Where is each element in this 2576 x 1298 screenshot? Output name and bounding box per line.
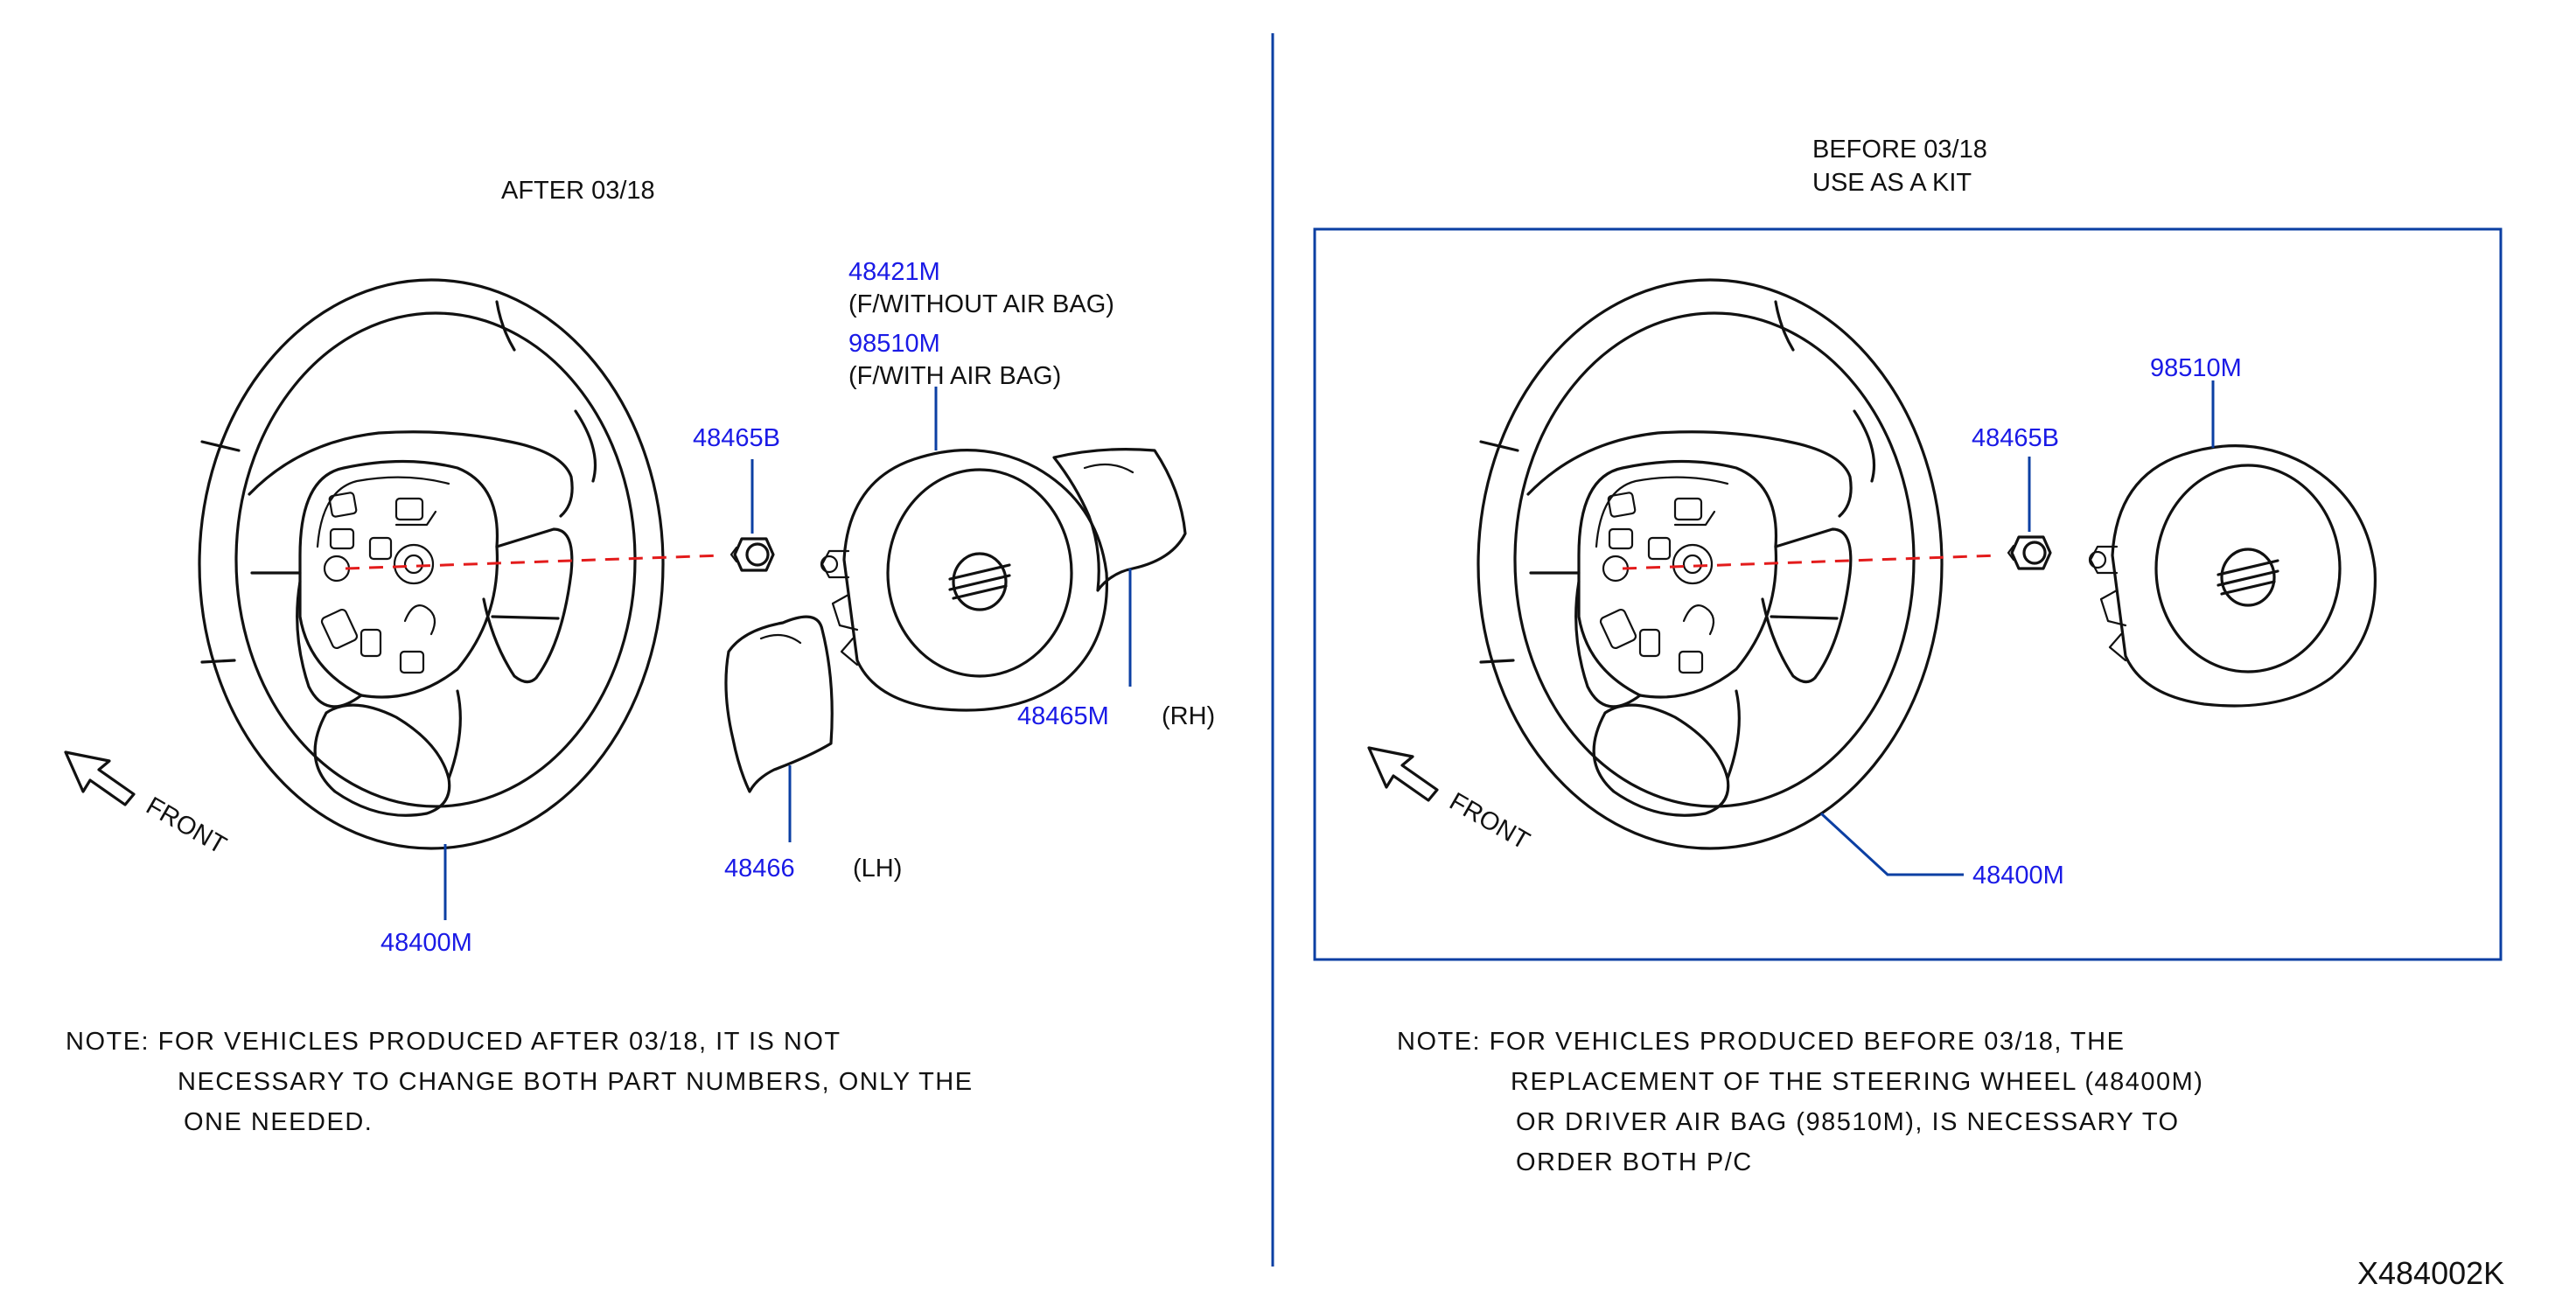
front-label-left: FRONT <box>142 792 232 860</box>
cover-rh <box>1052 448 1187 592</box>
airbag-module-right <box>2088 443 2377 708</box>
wheel-leader-right <box>1819 812 1964 876</box>
steering-wheel-right <box>1476 278 1944 850</box>
left-heading: AFTER 03/18 <box>501 177 655 205</box>
front-indicator-left: FRONT <box>64 750 232 860</box>
nut-right <box>2007 535 2052 570</box>
part-number-cover-lh[interactable]: 48466 <box>724 855 795 883</box>
right-note-line-4: ORDER BOTH P/C <box>1516 1148 1753 1176</box>
part-number-airbag-right[interactable]: 98510M <box>2150 354 2242 382</box>
part-number-cover-rh[interactable]: 48465M <box>1017 702 1109 730</box>
part-number-nut-left[interactable]: 48465B <box>693 424 780 452</box>
part-number-wheel-right[interactable]: 48400M <box>1972 862 2064 890</box>
nut-left <box>730 537 775 572</box>
part-number-wheel-left[interactable]: 48400M <box>380 929 472 957</box>
centerline-left <box>345 554 723 570</box>
airbag-module-left <box>820 448 1109 712</box>
part-number-airbag-left[interactable]: 98510M <box>848 330 940 358</box>
steering-wheel-left <box>198 278 665 850</box>
right-note-line-1: NOTE: FOR VEHICLES PRODUCED BEFORE 03/18… <box>1397 1028 2125 1056</box>
part-number-nut-right[interactable]: 48465B <box>1972 424 2059 452</box>
cover-lh-side: (LH) <box>853 855 902 883</box>
left-note-line-1: NOTE: FOR VEHICLES PRODUCED AFTER 03/18,… <box>66 1028 841 1056</box>
airbag-note: (F/WITH AIR BAG) <box>848 362 1061 390</box>
right-note-line-2: REPLACEMENT OF THE STEERING WHEEL (48400… <box>1511 1068 2203 1096</box>
left-note-line-3: ONE NEEDED. <box>184 1108 373 1136</box>
cover-rh-side: (RH) <box>1162 702 1215 730</box>
pad-without-airbag-note: (F/WITHOUT AIR BAG) <box>848 290 1114 318</box>
part-number-pad-without-airbag[interactable]: 48421M <box>848 258 940 286</box>
front-indicator-right: FRONT <box>1367 746 1535 855</box>
left-note-line-2: NECESSARY TO CHANGE BOTH PART NUMBERS, O… <box>178 1068 974 1096</box>
kit-frame <box>1313 227 2503 961</box>
cover-lh <box>724 615 834 793</box>
right-heading-line-2: USE AS A KIT <box>1812 169 1972 197</box>
right-note-line-3: OR DRIVER AIR BAG (98510M), IS NECESSARY… <box>1516 1108 2180 1136</box>
front-label-right: FRONT <box>1445 787 1535 855</box>
diagram-code: X484002K <box>2357 1255 2504 1291</box>
centerline-right <box>1622 554 2000 570</box>
right-heading-line-1: BEFORE 03/18 <box>1812 136 1987 164</box>
